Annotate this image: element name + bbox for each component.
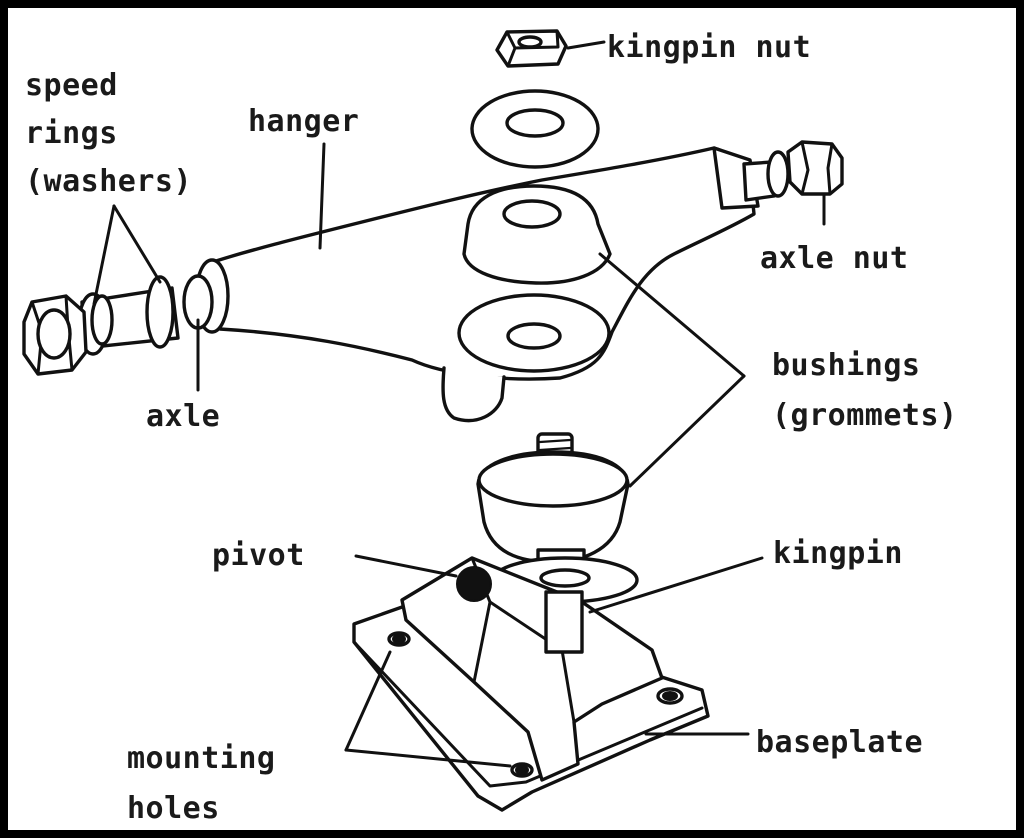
left-axle-nut	[22, 294, 88, 376]
label-bushings: bushings (grommets)	[772, 348, 958, 433]
leader-speed-rings-b	[112, 204, 162, 284]
label-kingpin: kingpin	[773, 536, 903, 571]
baseplate	[352, 556, 710, 812]
leader-lines	[92, 40, 826, 768]
label-axle: axle	[146, 399, 221, 434]
truck-illustration	[22, 29, 844, 812]
label-mounting-holes: mounting holes	[127, 741, 276, 826]
leader-pivot	[354, 554, 458, 578]
leader-bushing-b	[628, 374, 746, 488]
diagram-canvas: kingpin nut speed rings (washers) hanger…	[6, 6, 1018, 832]
leader-bushing-a	[598, 252, 746, 378]
bushing-bottom	[476, 432, 630, 584]
label-axle-nut: axle nut	[760, 241, 909, 276]
kingpin-nut	[495, 29, 568, 68]
leader-hanger	[318, 142, 326, 250]
leader-kingpin	[588, 556, 764, 614]
hanger	[205, 146, 776, 423]
bushing-top	[470, 89, 600, 169]
leader-mounting-a	[344, 650, 392, 752]
axle-nut	[766, 140, 844, 198]
label-speed-rings: speed rings (washers)	[25, 68, 193, 199]
leader-kingpin-nut	[566, 40, 606, 50]
label-kingpin-nut: kingpin nut	[607, 30, 812, 65]
label-hanger: hanger	[248, 104, 360, 139]
label-pivot: pivot	[212, 538, 305, 573]
label-baseplate: baseplate	[756, 725, 924, 760]
leader-speed-rings-a	[92, 204, 116, 306]
leader-mounting-b	[344, 748, 512, 768]
